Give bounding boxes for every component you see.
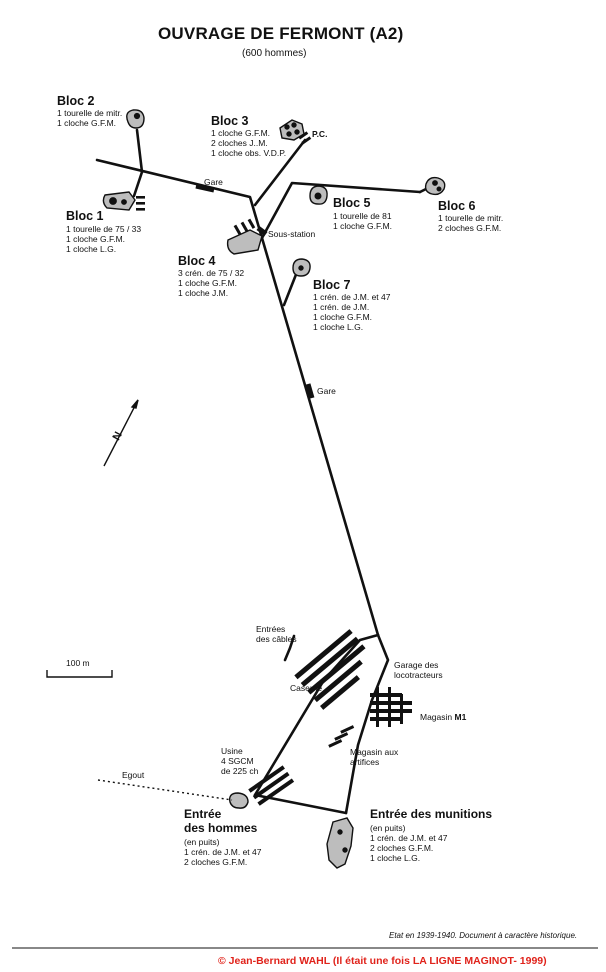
bloc4-detail: 3 crén. de 75 / 32: [178, 268, 245, 278]
egout-line: [97, 779, 233, 801]
bloc1-shape: [102, 191, 136, 211]
scale-bar: [46, 670, 113, 678]
gallery-munitions-link: [344, 633, 390, 815]
map-subtitle: (600 hommes): [242, 48, 307, 59]
gallery-west-branch: [95, 158, 264, 240]
magasin-m1-label: Magasin M1: [420, 712, 466, 723]
bloc4-detail: 1 cloche J.M.: [178, 288, 229, 298]
bloc4-detail: 1 cloche G.F.M.: [178, 278, 238, 288]
bloc1-detail: 1 cloche L.G.: [66, 244, 117, 254]
bloc7-detail: 1 crén. de J.M. et 47: [313, 292, 391, 302]
gallery-pc-spur: [253, 138, 307, 207]
sous-station-label: Sous-station: [268, 229, 316, 239]
caserne-label: Caserne: [290, 683, 323, 693]
bloc6-name: Bloc 6: [438, 199, 476, 213]
bloc3-detail: 1 cloche G.F.M.: [211, 128, 271, 138]
bloc4-name: Bloc 4: [178, 254, 216, 268]
track-marks: [195, 183, 315, 399]
entree-munitions-sub: (en puits): [370, 823, 406, 833]
bloc1-turret: [109, 197, 117, 205]
bloc2-detail: 1 cloche G.F.M.: [57, 118, 117, 128]
bloc7-detail: 1 cloche G.F.M.: [313, 312, 373, 322]
bloc1-cloche: [121, 199, 127, 205]
entree-hommes-detail: 1 crén. de J.M. et 47: [184, 847, 262, 857]
bloc2-cloche: [133, 112, 141, 120]
bloc1-embrasures: [136, 196, 145, 211]
bloc1-name: Bloc 1: [66, 209, 104, 223]
entree-hommes-sub: (en puits): [184, 837, 220, 847]
usine-label: Usine: [221, 746, 243, 756]
gare-mark-1: [195, 183, 215, 193]
gallery-bloc7-spur: [282, 270, 299, 307]
gallery-main: [260, 236, 380, 637]
gallery-bloc1-spur: [132, 170, 144, 198]
bloc6-detail: 1 tourelle de mitr.: [438, 213, 504, 223]
blocks: [102, 109, 446, 277]
pc-structure: [298, 131, 312, 145]
entree-munitions-detail: 1 cloche L.G.: [370, 853, 421, 863]
artifices-label: Magasin aux: [350, 747, 399, 757]
bloc5-detail: 1 tourelle de 81: [333, 211, 392, 221]
bloc1-detail: 1 tourelle de 75 / 33: [66, 224, 142, 234]
entrances: [228, 792, 354, 869]
gallery-east-branch: [260, 181, 422, 240]
bloc7-detail: 1 crén. de J.M.: [313, 302, 370, 312]
entree-munitions-detail: 1 crén. de J.M. et 47: [370, 833, 448, 843]
scale-label: 100 m: [66, 658, 90, 668]
gallery-bloc2-spur: [135, 128, 144, 174]
usine-block: [248, 765, 295, 806]
bloc7-detail: 1 cloche L.G.: [313, 322, 364, 332]
garage-label: Garage des: [394, 660, 439, 670]
bloc3-name: Bloc 3: [211, 114, 249, 128]
usine-label: 4 SGCM: [221, 756, 254, 766]
copyright-line: © Jean-Bernard WAHL (Il était une fois L…: [218, 955, 547, 967]
caserne-barracks: [294, 629, 366, 710]
bloc3-detail: 1 cloche obs. V.D.P.: [211, 148, 287, 158]
north-arrow-icon: [103, 399, 139, 467]
gare-label: Gare: [317, 386, 336, 396]
pc-label: P.C.: [312, 129, 328, 139]
bloc6-detail: 2 cloches G.F.M.: [438, 223, 502, 233]
magasin-m1-code: M1: [454, 712, 467, 722]
magasin-m1: [370, 687, 412, 727]
bloc2-shape: [126, 109, 145, 129]
gallery-cables: [283, 634, 296, 662]
bloc2-name: Bloc 2: [57, 94, 95, 108]
entree-hommes-name: Entrée: [184, 807, 222, 821]
usine-label: de 225 ch: [221, 766, 259, 776]
magasin-m1-prefix: Magasin: [420, 712, 453, 722]
entree-hommes-name: des hommes: [184, 821, 258, 835]
historical-footnote: Etat en 1939-1940. Document à caractère …: [389, 931, 578, 940]
gare-mark-2: [305, 383, 315, 399]
bloc4-shape: [226, 229, 263, 255]
bloc2-detail: 1 tourelle de mitr.: [57, 108, 123, 118]
bloc5-name: Bloc 5: [333, 196, 371, 210]
gare-label: Gare: [204, 177, 223, 187]
map-title: OUVRAGE DE FERMONT (A2): [158, 24, 404, 43]
entree-munitions-shape: [326, 817, 354, 869]
cables-label: Entrées: [256, 624, 286, 634]
cables-label: des câbles: [256, 634, 297, 644]
entree-munitions-detail: 2 cloches G.F.M.: [370, 843, 434, 853]
bloc3-detail: 2 cloches J..M.: [211, 138, 268, 148]
bloc1-detail: 1 cloche G.F.M.: [66, 234, 126, 244]
bloc7-name: Bloc 7: [313, 278, 351, 292]
artifices-label: artifices: [350, 757, 380, 767]
magasin-artifices: [328, 725, 355, 748]
entree-hommes-detail: 2 cloches G.F.M.: [184, 857, 248, 867]
entree-munitions-name: Entrée des munitions: [370, 807, 493, 821]
bloc5-detail: 1 cloche G.F.M.: [333, 221, 393, 231]
garage-label: locotracteurs: [394, 670, 443, 680]
egout-label: Egout: [122, 770, 145, 780]
entree-hommes-shape: [228, 792, 249, 809]
sous-station-mark: [256, 226, 268, 236]
bloc4-embrasures: [233, 218, 256, 235]
gallery-caserne-link: [253, 633, 380, 797]
